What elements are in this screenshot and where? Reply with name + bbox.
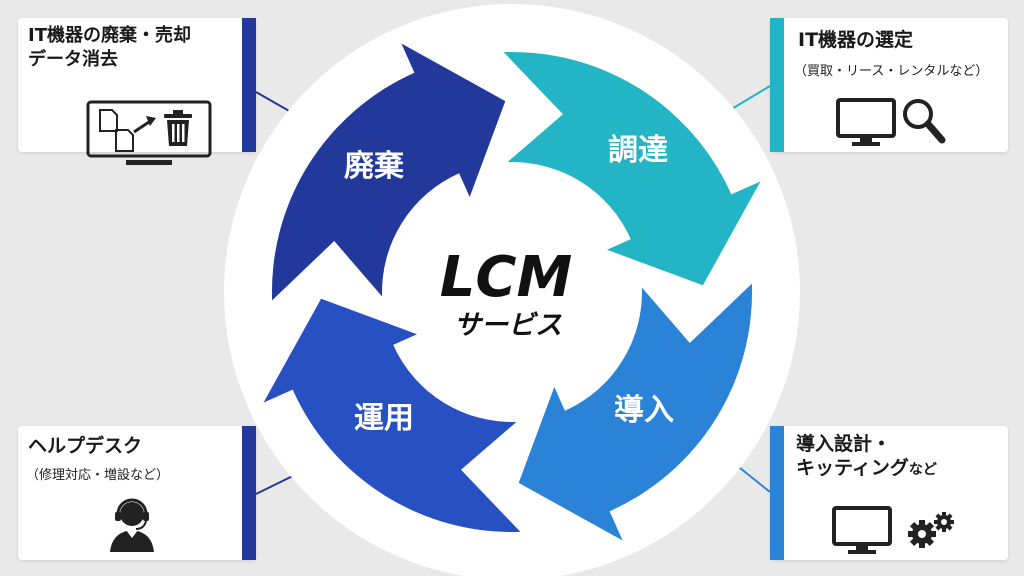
card-accent-bar (770, 426, 784, 560)
card-accent-bar (242, 18, 256, 152)
document-icon (99, 109, 134, 152)
phase-label-disposal: 廃棄 (344, 149, 404, 184)
arrow-introduction (518, 283, 753, 541)
center-subtitle: サービス (454, 310, 562, 341)
card-accent-bar (770, 18, 784, 152)
card-disposal-line1: IT機器の廃棄・売却 (28, 25, 191, 46)
card-operation-icons (104, 494, 164, 558)
phase-label-operation: 運用 (354, 401, 414, 436)
card-procurement: IT機器の選定 （買取・リース・レンタルなど） (770, 18, 1008, 152)
arrow-operation (263, 298, 521, 533)
arrow-right-icon (133, 116, 156, 134)
card-introduction-line1: 導入設計・ (796, 433, 892, 455)
card-introduction-line2-main: キッティング (796, 457, 909, 479)
headset-operator-icon (110, 498, 154, 552)
card-introduction: 導入設計・ キッティングなど (770, 426, 1008, 560)
arrow-disposal (271, 43, 506, 301)
monitor-icon (836, 98, 896, 146)
phase-label-procurement: 調達 (608, 133, 668, 168)
center-title: LCM (440, 245, 573, 310)
gears-icon (908, 512, 954, 548)
monitor-icon (832, 506, 892, 554)
card-introduction-title: 導入設計・ キッティングなど (796, 432, 937, 482)
card-procurement-icons (834, 94, 954, 154)
monitor-icon (86, 100, 212, 165)
card-disposal-line2: データ消去 (28, 49, 118, 70)
card-disposal-title: IT機器の廃棄・売却 データ消去 (28, 24, 191, 72)
card-procurement-title: IT機器の選定 (798, 29, 914, 51)
arrow-procurement (503, 51, 761, 286)
card-introduction-line2: キッティングなど (796, 456, 937, 482)
card-introduction-line2-small: など (908, 462, 937, 478)
card-accent-bar (242, 426, 256, 560)
card-operation-title: ヘルプデスク (28, 435, 143, 457)
trash-can-icon (164, 110, 192, 146)
card-disposal: IT機器の廃棄・売却 データ消去 (18, 18, 256, 165)
card-operation: ヘルプデスク （修理対応・増設など） (18, 426, 256, 560)
magnifier-icon (903, 99, 946, 144)
card-operation-subtitle: （修理対応・増設など） (26, 468, 170, 483)
phase-label-introduction: 導入 (614, 393, 674, 428)
card-procurement-subtitle: （買取・リース・レンタルなど） (794, 64, 989, 79)
card-introduction-icons (830, 504, 970, 564)
card-disposal-icons (86, 100, 214, 172)
